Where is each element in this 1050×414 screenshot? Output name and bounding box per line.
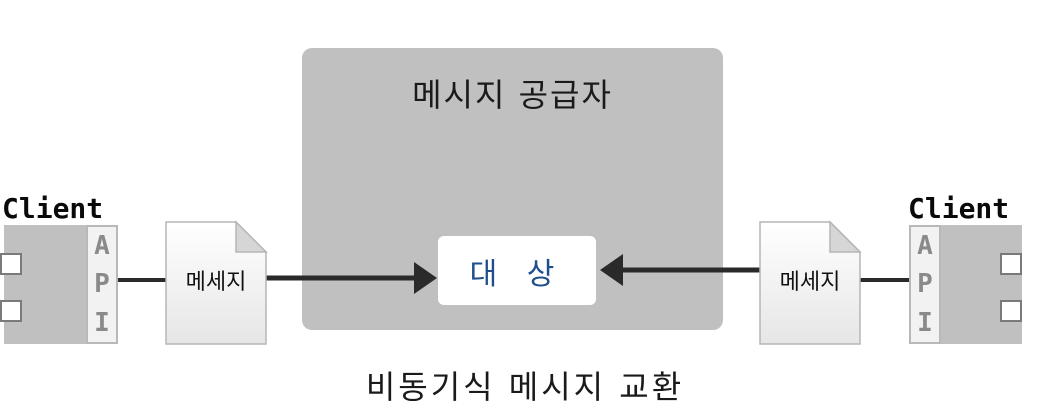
client-left-port-2 [0, 300, 22, 322]
client-left-body [4, 225, 86, 344]
client-left-label: Client [2, 192, 104, 225]
message-document-left [165, 220, 268, 345]
target-box: 대 상 [438, 236, 596, 305]
diagram-caption: 비동기식 메시지 교환 [365, 368, 685, 406]
provider-title: 메시지 공급자 [412, 76, 613, 114]
arrow-left-to-target [266, 262, 437, 294]
message-right-label: 메세지 [779, 270, 841, 295]
api-letter: A [917, 231, 933, 262]
message-left-label: 메세지 [185, 270, 247, 295]
client-right-port-1 [1000, 253, 1022, 275]
client-right-api-strip: A P I [909, 225, 941, 344]
api-letter: A [94, 231, 110, 262]
client-left-api-strip: A P I [86, 225, 118, 344]
client-right-label: Client [908, 192, 1010, 225]
api-letter: P [917, 269, 933, 300]
right-client-connector [859, 278, 909, 282]
api-letter: P [94, 269, 110, 300]
api-letter: I [94, 307, 110, 338]
target-label: 대 상 [469, 256, 565, 292]
client-left-port-1 [0, 253, 22, 275]
arrow-right-to-target [600, 254, 762, 286]
message-document-right [759, 220, 862, 345]
client-right-body [941, 225, 1022, 344]
left-client-connector [118, 278, 168, 282]
client-right-port-2 [1000, 300, 1022, 322]
api-letter: I [917, 307, 933, 338]
